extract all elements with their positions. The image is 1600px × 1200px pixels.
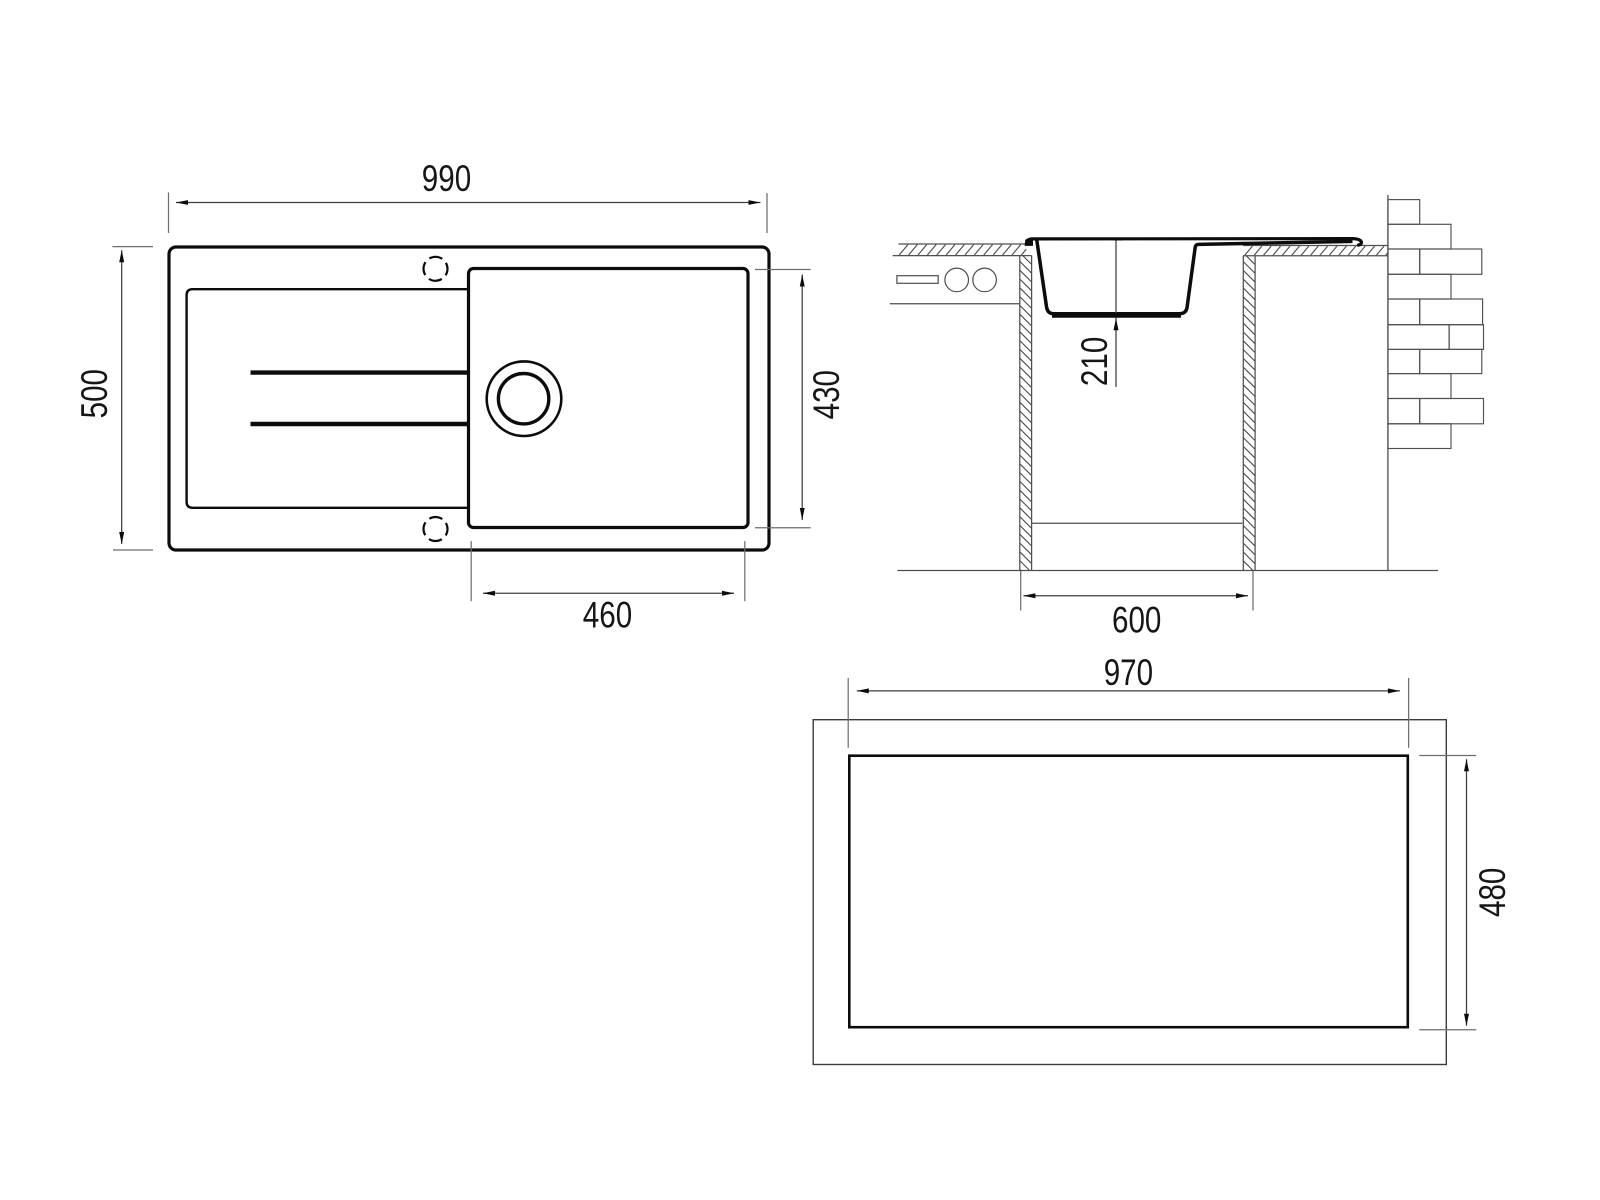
svg-text:480: 480: [1473, 868, 1514, 917]
svg-text:600: 600: [1112, 600, 1161, 641]
svg-text:500: 500: [75, 369, 116, 418]
svg-text:460: 460: [583, 595, 632, 636]
svg-text:430: 430: [807, 370, 848, 419]
svg-text:990: 990: [422, 159, 471, 200]
svg-text:970: 970: [1104, 653, 1153, 694]
svg-text:210: 210: [1075, 337, 1116, 386]
